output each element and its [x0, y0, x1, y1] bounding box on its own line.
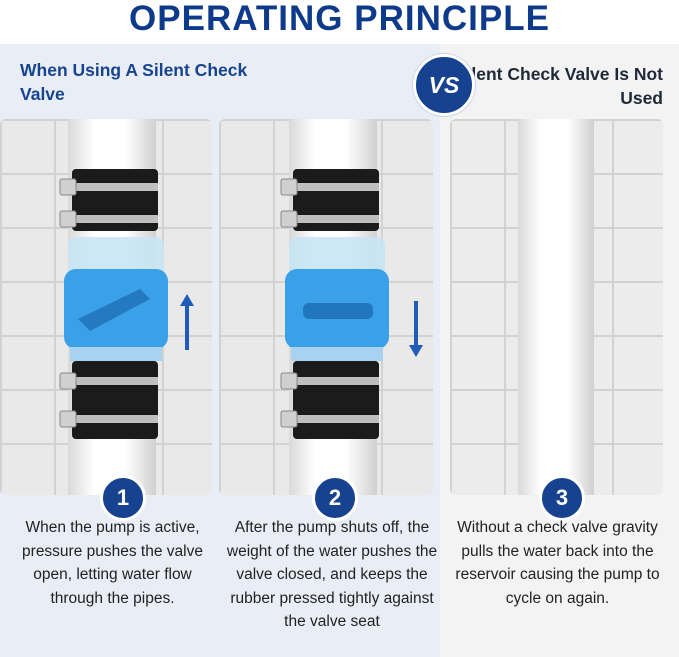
- step-description: After the pump shuts off, the weight of …: [226, 519, 438, 630]
- panel-valve-closed: [219, 119, 433, 495]
- step-number-badge: 2: [312, 475, 358, 521]
- check-valve-illustration: [59, 169, 168, 439]
- step-description: Without a check valve gravity pulls the …: [455, 519, 660, 607]
- pipe: [518, 119, 594, 495]
- left-heading: When Using A Silent Check Valve: [20, 60, 248, 104]
- page-title: OPERATING PRINCIPLE: [129, 0, 550, 38]
- right-heading: Silent Check Valve Is Not Used: [454, 64, 663, 108]
- panel-no-valve: [450, 119, 663, 495]
- arrow-up-icon: [180, 294, 194, 350]
- step-number-badge: 3: [539, 475, 585, 521]
- step-number-badge: 1: [100, 475, 146, 521]
- step-description: When the pump is active, pressure pushes…: [22, 519, 203, 607]
- check-valve-illustration: [280, 169, 389, 439]
- vs-badge: VS: [413, 54, 475, 116]
- panel-valve-open: [0, 119, 212, 495]
- arrow-down-icon: [409, 301, 423, 357]
